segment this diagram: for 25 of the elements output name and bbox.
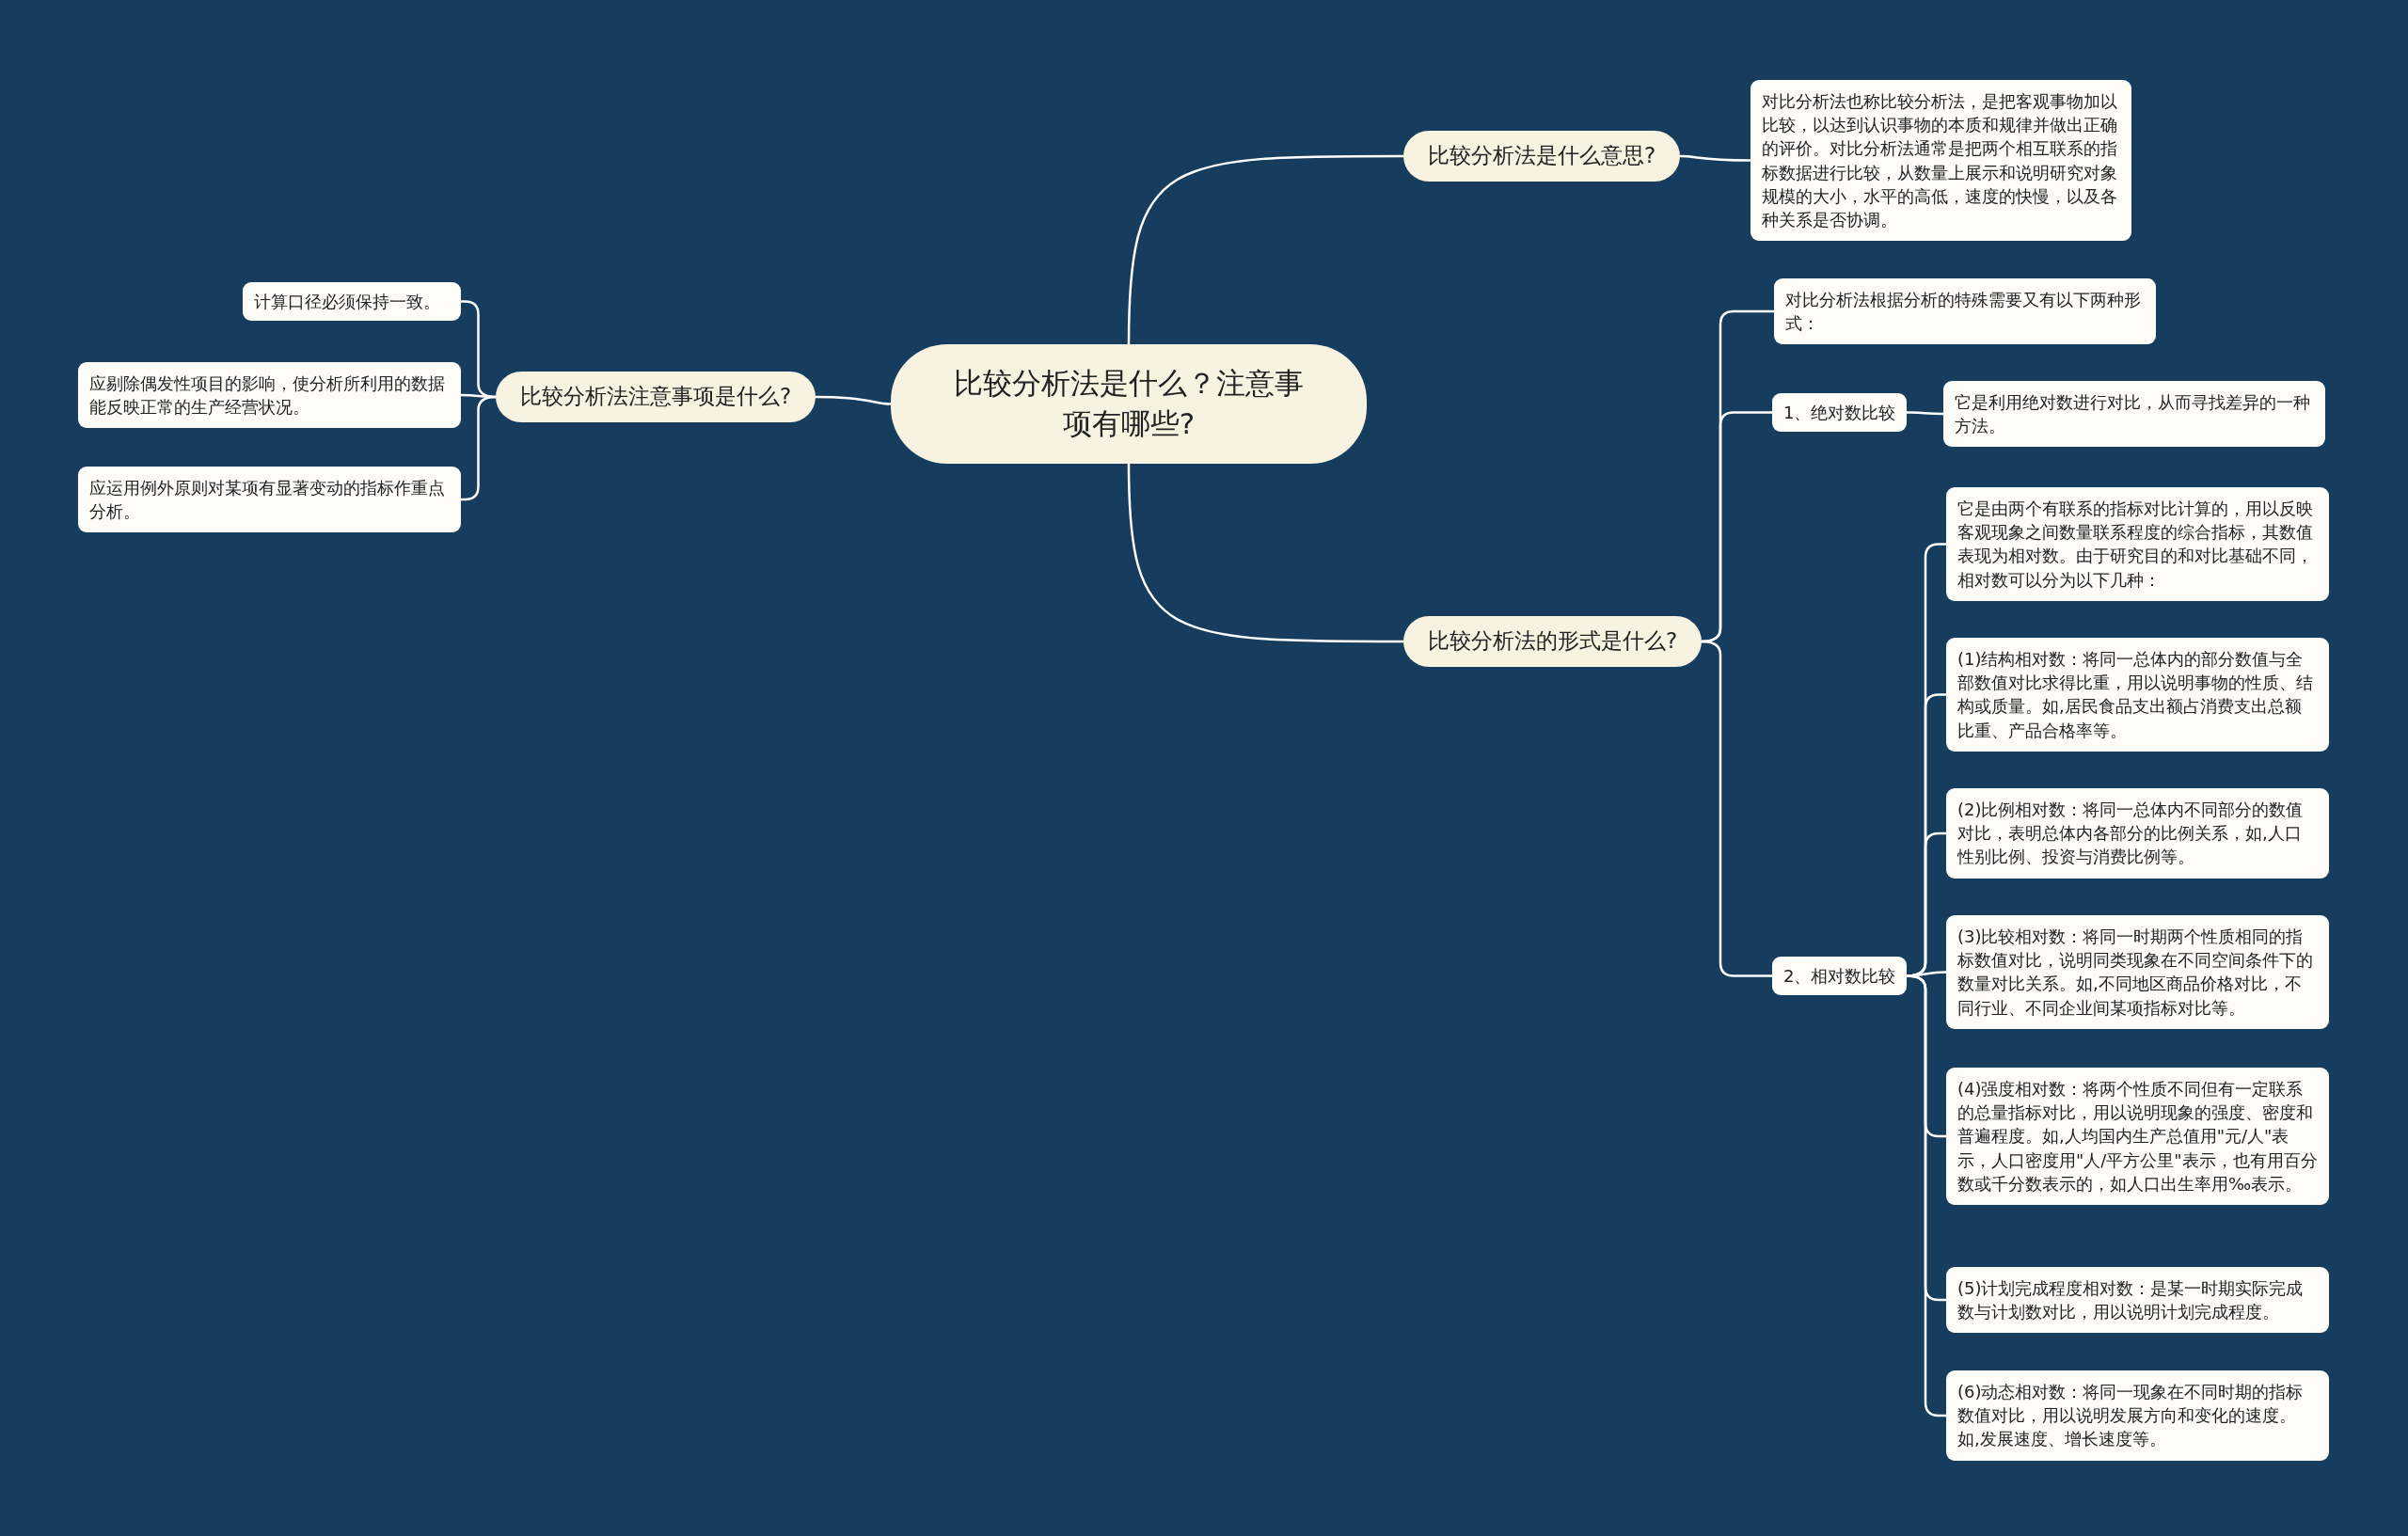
connector-line [1701,640,1772,977]
note-card: 它是由两个有联系的指标对比计算的，用以反映客观现象之间数量联系程度的综合指标，其数值表现为相对数。由于研究目的和对比基础不同，相对数可以分为以下几种： [1946,487,2329,601]
topic-pill: 比较分析法的形式是什么? [1403,616,1703,667]
connector-line [1907,411,1943,416]
topic-pill: 比较分析法是什么意思? [1403,131,1681,182]
note-card: (4)强度相对数：将两个性质不同但有一定联系的总量指标对比，用以说明现象的强度、密度和普遍程度。如,人均国内生产总值用"元/人"表示，人口密度用"人/平方公里"表示，也有用百分数或千分数表示的，如人口出生率用‰表示。 [1946,1068,2329,1205]
note-card: 应剔除偶发性项目的影响，使分析所利用的数据能反映正常的生产经营状况。 [78,362,461,429]
note-card: 计算口径必须保持一致。 [243,282,461,322]
connector-line [1127,154,1403,345]
connector-line [816,395,892,405]
note-card: (5)计划完成程度相对数：是某一时期实际完成数与计划数对比，用以说明计划完成程度。 [1946,1267,2329,1334]
connector-line [1127,463,1403,643]
topic-pill: 比较分析法注意事项是什么? [496,372,816,422]
note-card: 2、相对数比较 [1772,957,1908,996]
connector-line [1679,154,1751,162]
note-card: 它是利用绝对数进行对比，从而寻找差异的一种方法。 [1943,381,2325,448]
note-card: (3)比较相对数：将同一时期两个性质相同的指标数值对比，说明同类现象在不同空间条件下的数量对比关系。如,不同地区商品价格对比，不同行业、不同企业间某项指标对比等。 [1946,915,2329,1029]
note-card: 应运用例外原则对某项有显著变动的指标作重点分析。 [78,467,461,533]
central-topic: 比较分析法是什么？注意事项有哪些? [891,344,1367,464]
note-card: (6)动态相对数：将同一现象在不同时期的指标数值对比，用以说明发展方向和变化的速度。如,发展速度、增长速度等。 [1946,1370,2329,1461]
note-card: (1)结构相对数：将同一总体内的部分数值与全部数值对比求得比重，用以说明事物的性质、结构或质量。如,居民食品支出额占消费支出总额比重、产品合格率等。 [1946,638,2329,752]
note-card: 对比分析法也称比较分析法，是把客观事物加以比较，以达到认识事物的本质和规律并做出正确的评价。对比分析法通常是把两个相互联系的指标数据进行比较，从数量上展示和说明研究对象规模的大小，水平的高低，速度的快慢，以及各种关系是否协调。 [1751,80,2131,242]
note-card: 1、绝对数比较 [1772,393,1908,433]
note-card: 对比分析法根据分析的特殊需要又有以下两种形式： [1774,278,2156,345]
note-card: (2)比例相对数：将同一总体内不同部分的数值对比，表明总体内各部分的比例关系，如,人口性别比例、投资与消费比例等。 [1946,788,2329,879]
